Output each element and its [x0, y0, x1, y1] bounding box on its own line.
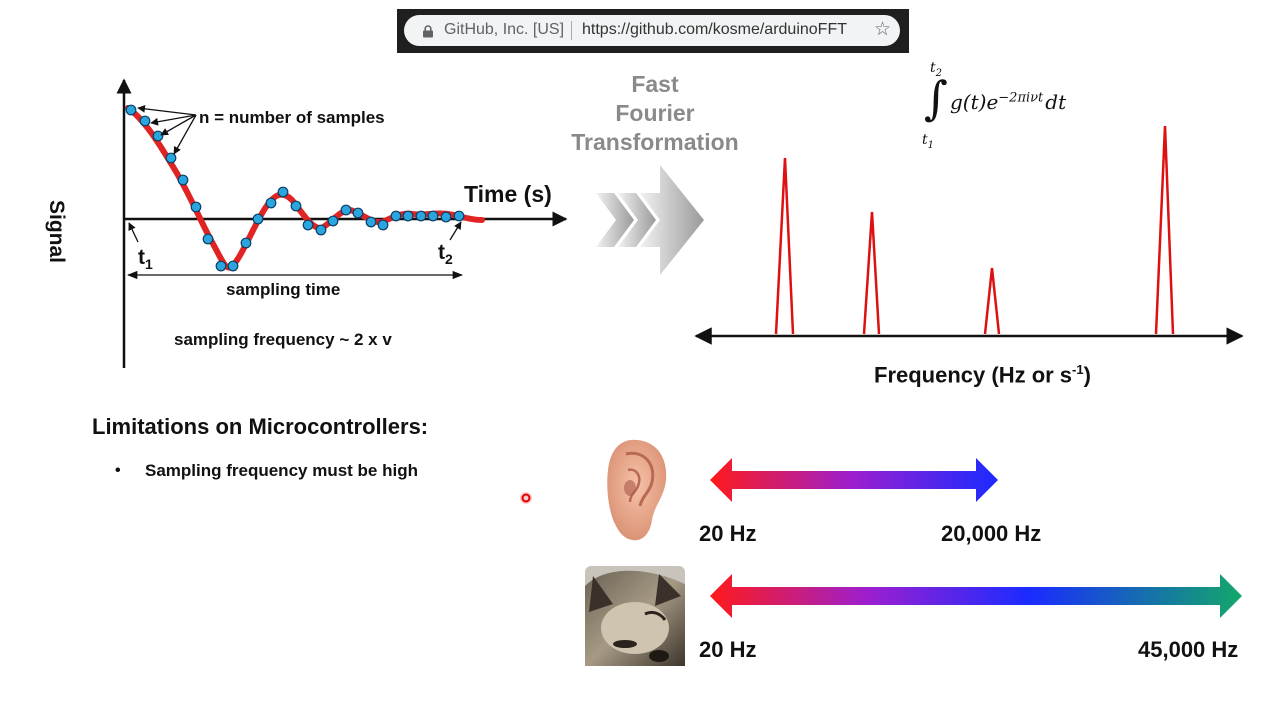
t2-label: t2 — [438, 241, 453, 267]
signal-plot — [116, 78, 568, 368]
limitation-item-1: Sampling frequency must be high — [145, 461, 418, 480]
frequency-axis-label: Frequency (Hz or s-1) — [874, 362, 1091, 388]
frequency-spectrum — [694, 125, 1244, 345]
t2-text: t — [438, 241, 445, 264]
browser-url-bar: GitHub, Inc. [US] https://github.com/kos… — [397, 9, 909, 53]
pointer-arrow — [160, 114, 197, 136]
sample-point — [240, 237, 252, 249]
pointer-arrow — [137, 104, 197, 116]
upper-limit: t2 — [930, 60, 942, 79]
cursor-dot-icon — [520, 492, 532, 504]
sample-point — [377, 219, 389, 231]
limitations-heading: Limitations on Microcontrollers: — [92, 414, 429, 439]
sample-points — [125, 104, 465, 272]
sample-point — [252, 213, 264, 225]
signal-axis-label: Signal — [45, 200, 68, 264]
sample-point — [227, 260, 239, 272]
integral-sign: ∫ — [924, 71, 948, 125]
sample-point — [202, 233, 214, 245]
sample-point — [402, 210, 414, 222]
sample-point — [215, 260, 227, 272]
dog-range-high: 45,000 Hz — [1138, 637, 1239, 662]
sample-point — [440, 211, 452, 223]
sampling-time-label: sampling time — [226, 280, 341, 299]
exponent-text: −2πiνt — [998, 90, 1044, 106]
site-org: GitHub, Inc. [US] — [444, 21, 565, 38]
t2-pointer — [449, 221, 462, 241]
lower-limit-text: t — [922, 132, 928, 148]
upper-limit-text: t — [930, 60, 936, 76]
limitation-bullet: • — [115, 462, 121, 479]
sample-point — [390, 210, 402, 222]
sample-point — [190, 201, 202, 213]
transform-arrow-icon — [596, 165, 704, 275]
url-text[interactable]: https://github.com/kosme/arduinoFFT — [582, 21, 847, 38]
sample-point — [327, 215, 339, 227]
signal-curve — [125, 105, 485, 271]
sample-point — [277, 186, 289, 198]
sample-point — [152, 130, 164, 142]
fft-title-line3: Transformation — [571, 129, 739, 155]
sample-point — [352, 207, 364, 219]
upper-limit-sub: 2 — [935, 67, 943, 79]
samples-note: n = number of samples — [199, 108, 385, 127]
t1-label: t1 — [138, 246, 153, 272]
pointer-arrow — [173, 114, 197, 155]
address-field[interactable]: GitHub, Inc. [US] https://github.com/kos… — [404, 15, 900, 46]
fft-title-line1: Fast — [631, 71, 679, 97]
integrand-text: g(t)e — [950, 90, 999, 114]
dog-face-icon — [585, 566, 685, 666]
sample-point — [365, 216, 377, 228]
pointer-arrow — [150, 114, 197, 126]
time-axis-label: Time (s) — [464, 181, 552, 207]
t1-subscript: 1 — [145, 256, 153, 273]
sample-point — [315, 224, 327, 236]
human-range-low: 20 Hz — [699, 521, 757, 546]
peak-2 — [862, 211, 881, 335]
frequency-label-close: ) — [1083, 362, 1091, 388]
human-range-arrow — [710, 458, 998, 502]
fft-title: Fast Fourier Transformation — [565, 70, 745, 157]
dog-range-arrow — [710, 574, 1242, 618]
sample-point — [139, 115, 151, 127]
dog-range-low: 20 Hz — [699, 637, 757, 662]
peak-1 — [774, 157, 795, 335]
sample-point — [177, 174, 189, 186]
lower-limit: t1 — [922, 132, 934, 151]
frequency-label-sup: -1 — [1072, 362, 1084, 377]
sample-point — [265, 197, 277, 209]
t2-subscript: 2 — [445, 251, 453, 268]
sample-point — [453, 210, 465, 222]
star-icon[interactable]: ☆ — [874, 19, 892, 40]
lock-icon — [423, 25, 433, 38]
sample-point — [125, 104, 137, 116]
lower-limit-sub: 1 — [927, 139, 935, 151]
sample-point — [340, 204, 352, 216]
peak-3 — [983, 267, 1001, 335]
sampling-frequency-label: sampling frequency ~ 2 x v — [174, 330, 392, 349]
fft-title-line2: Fourier — [615, 100, 695, 126]
sample-point — [290, 200, 302, 212]
frequency-label-text: Frequency (Hz or s — [874, 362, 1073, 388]
sample-point — [302, 219, 314, 231]
separator — [571, 21, 572, 40]
t1-text: t — [138, 246, 145, 269]
differential-text: dt — [1045, 90, 1067, 114]
peak-4 — [1154, 125, 1175, 335]
human-range-high: 20,000 Hz — [941, 521, 1042, 546]
t1-pointer — [128, 222, 139, 243]
human-ear-icon — [607, 439, 667, 541]
sample-point — [427, 210, 439, 222]
sample-point — [415, 210, 427, 222]
sample-point — [165, 152, 177, 164]
